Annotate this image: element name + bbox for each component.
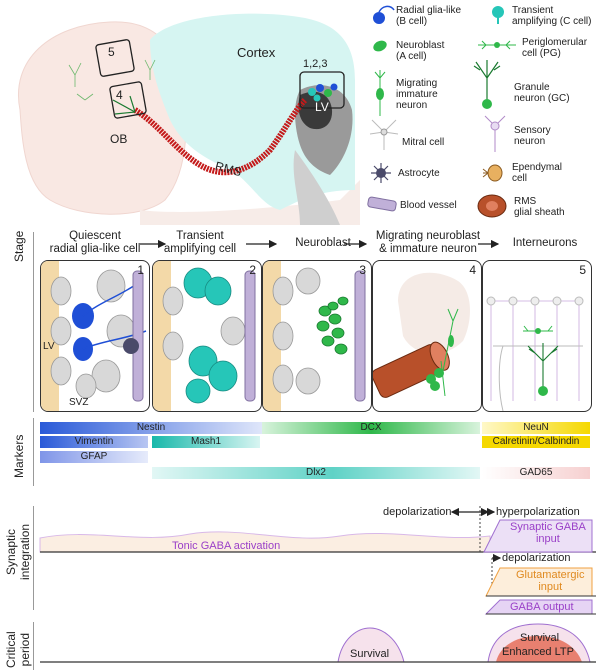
box-5-label: 5 bbox=[108, 45, 115, 59]
depolarization-label-1: depolarization bbox=[383, 506, 452, 518]
rms-path bbox=[133, 97, 308, 176]
panel-4-illustration bbox=[373, 272, 470, 398]
enhanced-ltp-label: Enhanced LTP bbox=[502, 646, 574, 658]
legend-label-rms-sheath: RMS glial sheath bbox=[514, 196, 565, 218]
legend: Radial glia-like (B cell) Transient ampl… bbox=[362, 0, 600, 225]
stage-arrows bbox=[140, 239, 500, 249]
legend-label-radial-glia: Radial glia-like (B cell) bbox=[396, 5, 462, 27]
svz-cell-cluster bbox=[308, 83, 338, 102]
legend-label-ependymal-cell: Ependymal cell bbox=[512, 162, 563, 184]
stage-panel-4: 4 bbox=[372, 260, 482, 412]
panel-1-number: 1 bbox=[137, 263, 144, 277]
panel-5-illustration bbox=[486, 296, 584, 411]
synaptic-gaba-label: Synaptic GABA input bbox=[510, 521, 586, 545]
box-4-outline bbox=[109, 81, 147, 119]
panel-2-number: 2 bbox=[249, 263, 256, 277]
stage-label-transient: Transient amplifying cell bbox=[163, 230, 237, 255]
box-4-label: 4 bbox=[116, 88, 123, 102]
legend-label-transient-amplifying: Transient amplifying (C cell) bbox=[512, 5, 592, 27]
panel-5-number: 5 bbox=[579, 263, 586, 277]
marker-gad65: GAD65 bbox=[482, 467, 590, 479]
critical-divider bbox=[33, 622, 34, 670]
stage-panel-3: 3 bbox=[262, 260, 372, 412]
legend-label-neuroblast: Neuroblast (A cell) bbox=[396, 40, 445, 62]
box-123-label: 1,2,3 bbox=[303, 58, 328, 70]
stage-label-interneurons: Interneurons bbox=[512, 237, 578, 249]
markers-row-label: Markers bbox=[12, 434, 26, 478]
brain-ob-label: OB bbox=[110, 132, 128, 146]
brain-lv-label: LV bbox=[315, 100, 329, 114]
lateral-ventricle-shape bbox=[298, 91, 333, 130]
migration-arrows bbox=[112, 95, 136, 115]
marker-gfap: GFAP bbox=[40, 451, 148, 463]
box-5-outline bbox=[95, 39, 135, 77]
survival-label-1: Survival bbox=[350, 648, 390, 660]
survival-hump-1 bbox=[337, 627, 405, 663]
stage-divider bbox=[33, 232, 34, 412]
legend-label-granule-neuron: Granule neuron (GC) bbox=[514, 82, 570, 104]
panel-3-number: 3 bbox=[359, 263, 366, 277]
legend-label-blood-vessel: Blood vessel bbox=[400, 200, 457, 211]
survival-label-2: Survival bbox=[520, 632, 560, 644]
radial-glia-icon bbox=[373, 5, 395, 24]
stage-label-migrating: Migrating neuroblast & immature neuron bbox=[375, 230, 481, 255]
stage-label-neuroblast: Neuroblast bbox=[295, 237, 351, 249]
panel-4-number: 4 bbox=[469, 263, 476, 277]
ob-neuron-sketches bbox=[68, 59, 156, 101]
astrocyte-icon bbox=[371, 163, 391, 183]
marker-dlx2: Dlx2 bbox=[152, 467, 480, 479]
box-123-outline bbox=[299, 71, 345, 109]
legend-label-mitral-cell: Mitral cell bbox=[402, 137, 445, 148]
panel-3-illustration bbox=[263, 261, 366, 411]
sensory-neuron-icon bbox=[484, 115, 506, 152]
neuroblast-icon bbox=[373, 40, 387, 52]
transient-amplifying-icon bbox=[492, 6, 504, 24]
enhanced-ltp-hump bbox=[496, 636, 582, 662]
synaptic-gaba-shape bbox=[483, 519, 593, 553]
gaba-output-label: GABA output bbox=[510, 601, 574, 613]
stage-panel-2: 2 bbox=[152, 260, 262, 412]
ependymal-cell-icon bbox=[482, 164, 503, 182]
stage-panel-1: 1 LV SVZ bbox=[40, 260, 150, 412]
stage-label-quiescent: Quiescent radial glia-like cell bbox=[49, 230, 141, 255]
brain-sagittal-illustration bbox=[18, 13, 360, 225]
marker-calretinin: Calretinin/Calbindin bbox=[482, 436, 590, 448]
synaptic-divider bbox=[33, 506, 34, 610]
panel-1-lv-label: LV bbox=[43, 341, 55, 352]
periglomerular-icon bbox=[478, 40, 516, 50]
synaptic-plot bbox=[39, 506, 596, 615]
panel-2-illustration bbox=[153, 261, 256, 411]
brain-cortex-label: Cortex bbox=[237, 45, 276, 60]
marker-mash1: Mash1 bbox=[152, 436, 260, 448]
depolarization-label-2: depolarization bbox=[502, 552, 571, 564]
marker-neun: NeuN bbox=[482, 422, 590, 434]
legend-label-astrocyte: Astrocyte bbox=[398, 168, 440, 179]
marker-dcx: DCX bbox=[262, 422, 480, 434]
critical-period-plot bbox=[40, 623, 596, 663]
legend-label-sensory-neuron: Sensory neuron bbox=[514, 125, 551, 147]
stage-panel-5: 5 bbox=[482, 260, 592, 412]
glutamatergic-label: Glutamatergic input bbox=[516, 569, 585, 593]
mitral-cell-icon bbox=[369, 119, 399, 150]
legend-label-periglomerular: Periglomerular cell (PG) bbox=[522, 37, 588, 59]
migrating-neuron-icon bbox=[374, 70, 386, 116]
panel-1-svz-label: SVZ bbox=[69, 397, 89, 408]
marker-vimentin: Vimentin bbox=[40, 436, 148, 448]
marker-nestin: Nestin bbox=[40, 422, 262, 434]
tonic-gaba-wave bbox=[39, 531, 491, 553]
rms-sheath-icon bbox=[477, 194, 507, 218]
cortex-region bbox=[150, 13, 355, 210]
legend-label-migrating-neuron: Migrating immature neuron bbox=[396, 78, 438, 111]
tonic-gaba-label: Tonic GABA activation bbox=[172, 540, 281, 552]
hyperpolarization-label: hyperpolarization bbox=[496, 506, 580, 518]
blood-vessel-icon bbox=[367, 196, 397, 212]
panel-1-illustration bbox=[41, 261, 147, 411]
granule-neuron-icon bbox=[473, 60, 501, 109]
markers-divider bbox=[33, 418, 34, 486]
brainstem-structure bbox=[293, 150, 340, 225]
